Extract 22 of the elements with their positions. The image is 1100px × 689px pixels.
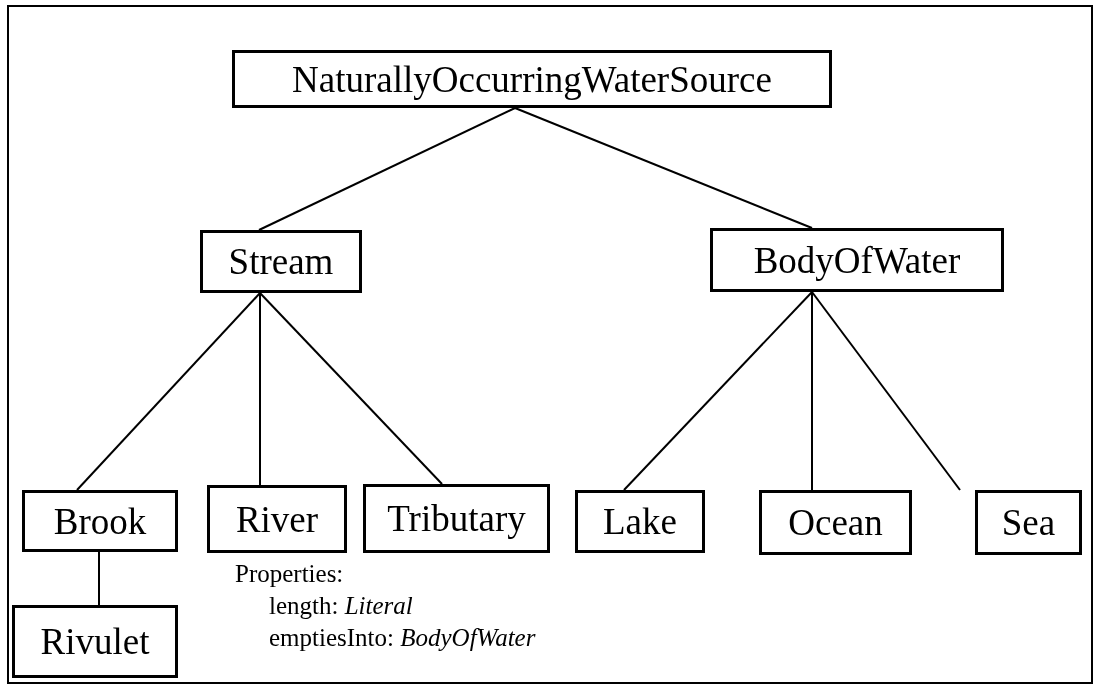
property-note: Properties:	[235, 559, 344, 589]
connector-line	[623, 291, 813, 491]
class-box: River	[207, 485, 347, 553]
class-box: Tributary	[363, 484, 550, 553]
class-box: Brook	[22, 490, 178, 552]
class-box: Stream	[200, 230, 362, 293]
class-box: Ocean	[759, 490, 912, 555]
connector-line	[811, 291, 813, 491]
connector-line	[76, 292, 261, 491]
connector-line	[98, 551, 100, 606]
class-box: NaturallyOccurringWaterSource	[232, 50, 832, 108]
property-note: length: Literal	[268, 591, 413, 621]
class-box: BodyOfWater	[710, 228, 1004, 292]
class-box: Rivulet	[12, 605, 178, 678]
connector-line	[811, 291, 961, 491]
connector-line	[258, 107, 516, 231]
connector-line	[259, 292, 261, 486]
class-box: Lake	[575, 490, 705, 553]
connector-line	[259, 292, 443, 485]
connector-line	[514, 107, 813, 229]
property-note: emptiesInto: BodyOfWater	[268, 623, 536, 653]
class-box: Sea	[975, 490, 1082, 555]
